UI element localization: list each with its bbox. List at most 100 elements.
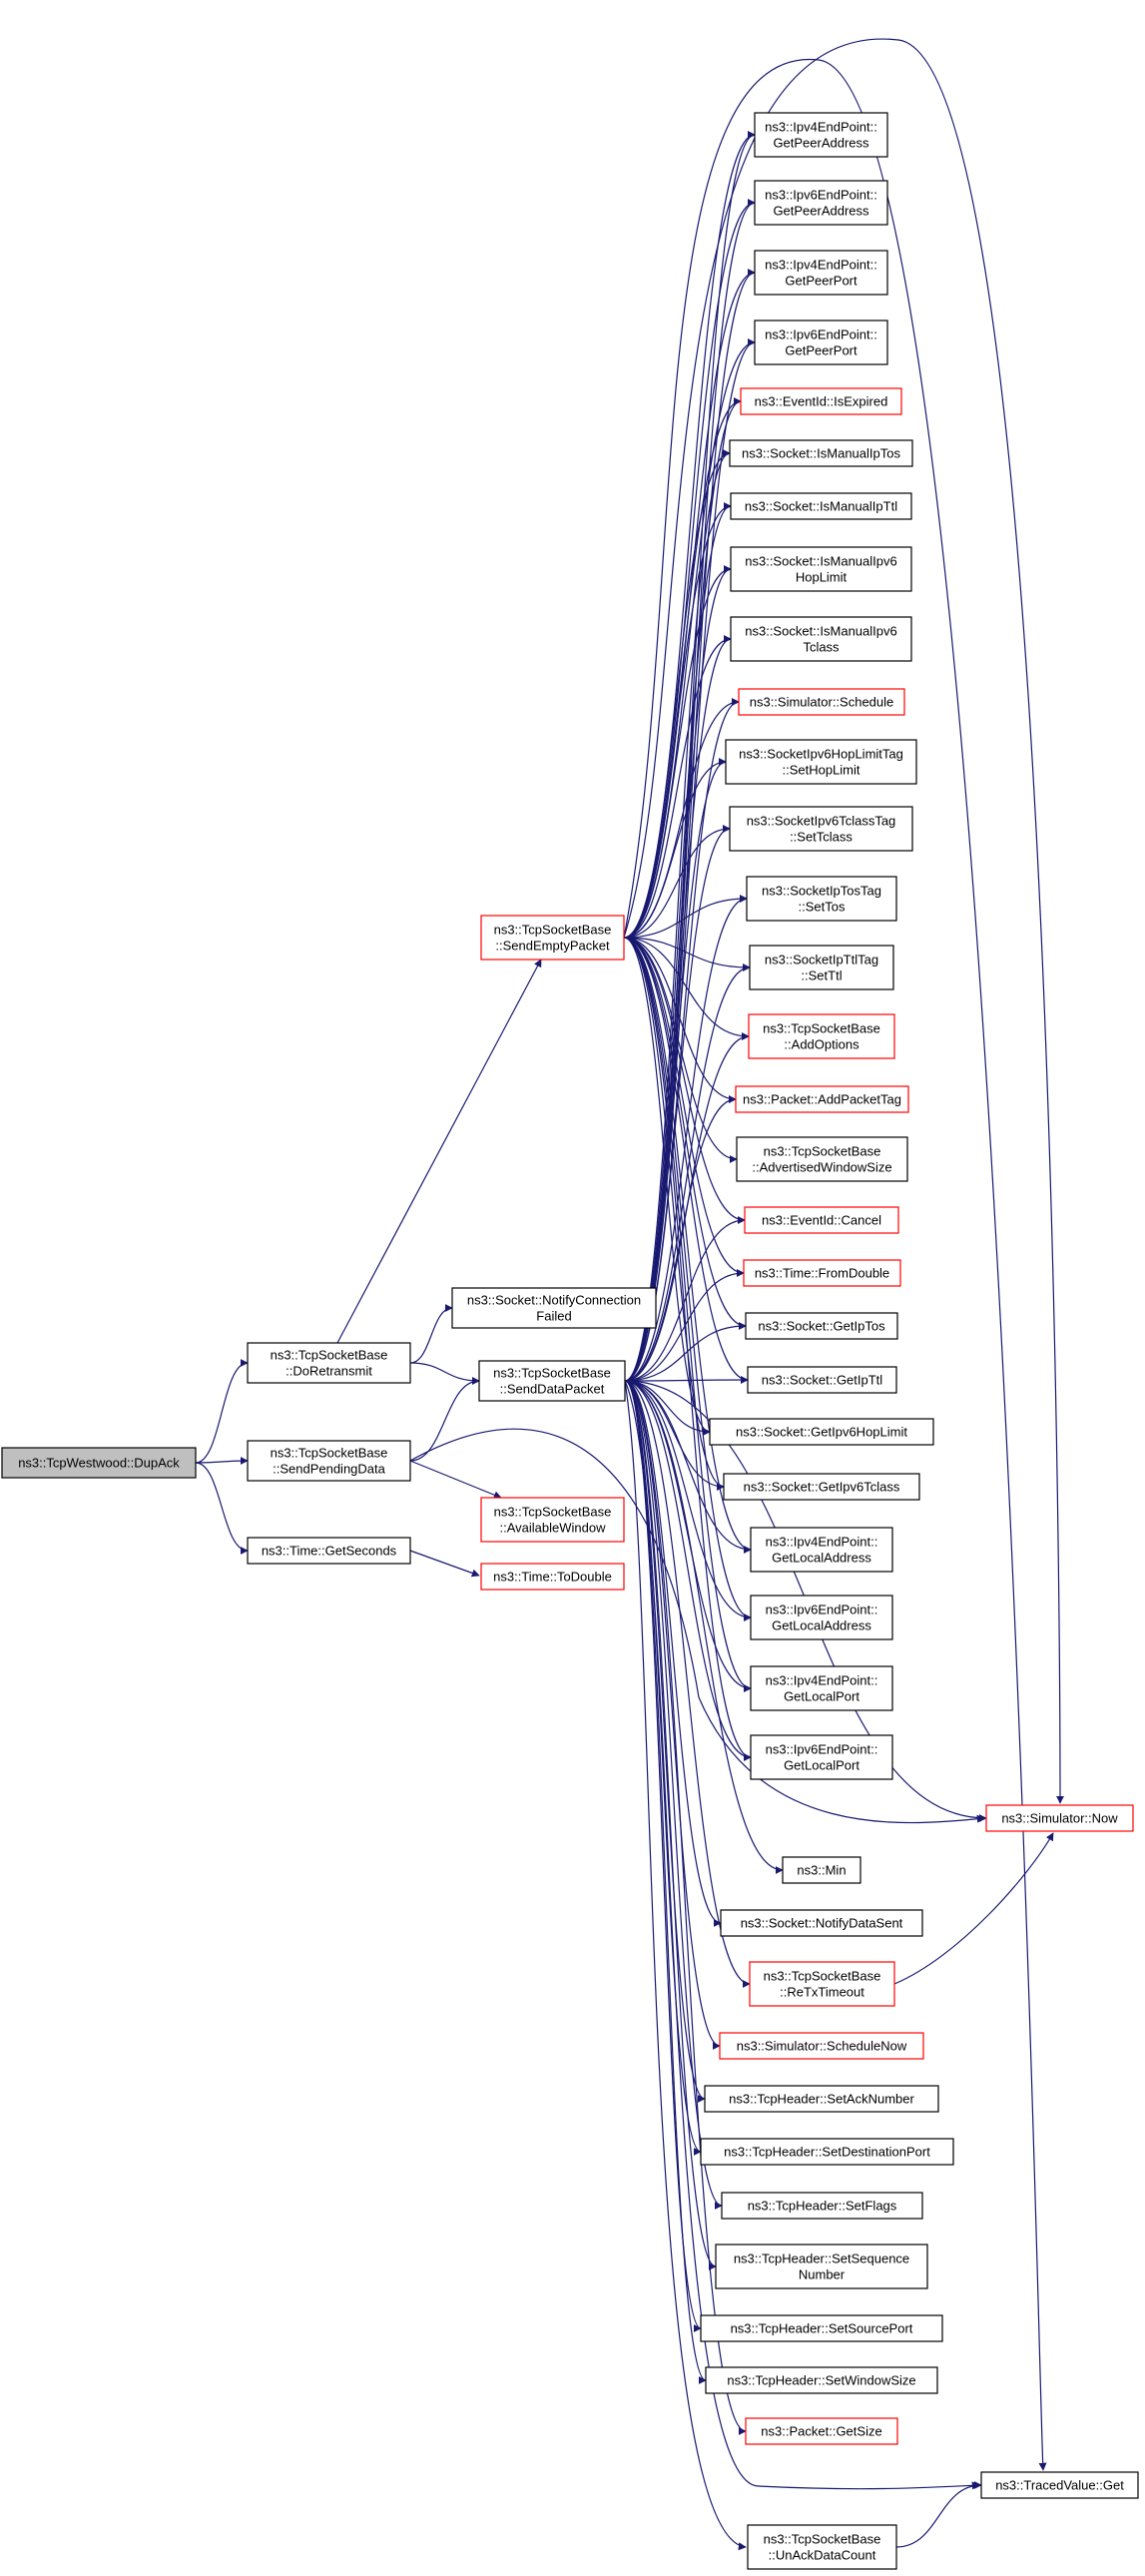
- node-label: ns3::Packet::AddPacketTag: [743, 1092, 901, 1107]
- node-box: [738, 688, 905, 716]
- node-sendEmptyPacket[interactable]: ns3::TcpSocketBase::SendEmptyPacket: [480, 915, 625, 961]
- node-setDestPort[interactable]: ns3::TcpHeader::SetDestinationPort: [700, 2138, 954, 2166]
- node-label: ns3::TcpSocketBase: [271, 1348, 388, 1363]
- node-ipv6PeerPort[interactable]: ns3::Ipv6EndPoint::GetPeerPort: [754, 320, 888, 365]
- node-ipv4LocalPort[interactable]: ns3::Ipv4EndPoint::GetLocalPort: [750, 1665, 893, 1711]
- node-label: ns3::TcpSocketBase: [764, 2532, 881, 2547]
- node-label: ns3::Ipv4EndPoint::: [765, 120, 877, 135]
- node-ipv6LocalPort[interactable]: ns3::Ipv6EndPoint::GetLocalPort: [750, 1734, 893, 1780]
- node-label: ns3::TracedValue::Get: [995, 2478, 1124, 2493]
- node-box: [705, 2366, 938, 2394]
- node-label: ns3::Socket::IsManualIpTos: [742, 446, 900, 461]
- node-label: ns3::Socket::GetIpTtl: [762, 1373, 882, 1388]
- node-addOptions[interactable]: ns3::TcpSocketBase::AddOptions: [748, 1013, 895, 1059]
- node-ipv4LocalAddr[interactable]: ns3::Ipv4EndPoint::GetLocalAddress: [750, 1527, 893, 1573]
- node-label: Tclass: [803, 640, 840, 655]
- node-eventIsExpired[interactable]: ns3::EventId::IsExpired: [740, 387, 902, 415]
- node-label: ::ReTxTimeout: [780, 1985, 864, 2000]
- node-eventCancel[interactable]: ns3::EventId::Cancel: [744, 1206, 899, 1234]
- node-setAckNumber[interactable]: ns3::TcpHeader::SetAckNumber: [704, 2085, 939, 2113]
- node-box: [749, 1961, 895, 2007]
- node-ipv4PeerPort[interactable]: ns3::Ipv4EndPoint::GetPeerPort: [754, 250, 888, 296]
- node-label: ns3::TcpSocketBase: [493, 1366, 611, 1381]
- node-label: Failed: [536, 1309, 571, 1324]
- node-getIpTos[interactable]: ns3::Socket::GetIpTos: [745, 1312, 898, 1340]
- node-getIpv6Tclass[interactable]: ns3::Socket::GetIpv6Tclass: [723, 1473, 920, 1501]
- node-box: [746, 876, 897, 922]
- node-box: [747, 1366, 897, 1394]
- node-label: ns3::EventId::Cancel: [762, 1213, 881, 1228]
- node-box: [700, 2138, 954, 2166]
- node-setFlags[interactable]: ns3::TcpHeader::SetFlags: [721, 2192, 923, 2220]
- node-box: [754, 250, 888, 296]
- node-ipv6LocalAddr[interactable]: ns3::Ipv6EndPoint::GetLocalAddress: [750, 1595, 893, 1640]
- call-edge-root-to-sendPendingData: [195, 1457, 249, 1466]
- function-nodes: ns3::TcpWestwood::DupAckns3::TcpSocketBa…: [1, 112, 1139, 2570]
- node-isManualIpTos[interactable]: ns3::Socket::IsManualIpTos: [729, 439, 913, 467]
- node-timeGetSeconds[interactable]: ns3::Time::GetSeconds: [247, 1537, 411, 1565]
- call-edge-sendDataPacket-to-setWindowSize: [624, 1380, 707, 2384]
- node-label: GetLocalAddress: [772, 1618, 871, 1633]
- call-edge-sendDataPacket-to-ipv6LocalPort: [624, 1380, 752, 1761]
- node-reTxTimeout[interactable]: ns3::TcpSocketBase::ReTxTimeout: [749, 1961, 895, 2007]
- node-tracedGet[interactable]: ns3::TracedValue::Get: [980, 2471, 1139, 2499]
- node-label: ns3::TcpHeader::SetSequence: [734, 2252, 909, 2266]
- node-setSourcePort[interactable]: ns3::TcpHeader::SetSourcePort: [700, 2314, 943, 2342]
- node-box: [735, 1085, 909, 1113]
- call-edge-sendEmptyPacket-to-getIpTos: [623, 937, 747, 1330]
- node-timeFromDouble[interactable]: ns3::Time::FromDouble: [743, 1259, 901, 1287]
- node-label: ns3::TcpSocketBase: [764, 1144, 881, 1159]
- call-edge-root-to-doRetransmit: [195, 1359, 249, 1464]
- node-label: ns3::Socket::IsManualIpv6: [745, 554, 896, 569]
- node-setTos[interactable]: ns3::SocketIpTosTag::SetTos: [746, 876, 897, 922]
- call-edge-sendEmptyPacket-to-setTclass: [623, 825, 731, 939]
- call-edge-sendDataPacket-to-setHopLimit: [624, 758, 727, 1382]
- node-simScheduleNow[interactable]: ns3::Simulator::ScheduleNow: [719, 2032, 924, 2060]
- node-ipv4PeerAddr[interactable]: ns3::Ipv4EndPoint::GetPeerAddress: [754, 112, 888, 158]
- node-isManualIpTtl[interactable]: ns3::Socket::IsManualIpTtl: [730, 492, 912, 520]
- node-setHopLimit[interactable]: ns3::SocketIpv6HopLimitTag::SetHopLimit: [725, 739, 917, 785]
- call-edge-sendEmptyPacket-to-isManualIpTtl: [623, 502, 732, 939]
- node-box: [749, 945, 894, 990]
- call-edge-sendPendingData-to-sendDataPacket: [409, 1377, 480, 1462]
- node-label: ns3::EventId::IsExpired: [755, 394, 888, 409]
- node-min[interactable]: ns3::Min: [782, 1856, 861, 1884]
- node-setWindowSize[interactable]: ns3::TcpHeader::SetWindowSize: [705, 2366, 938, 2394]
- node-notifyDataSent[interactable]: ns3::Socket::NotifyDataSent: [720, 1909, 923, 1937]
- node-ipv6PeerAddr[interactable]: ns3::Ipv6EndPoint::GetPeerAddress: [754, 180, 888, 226]
- node-box: [750, 1734, 893, 1780]
- node-label: ::UnAckDataCount: [769, 2548, 876, 2563]
- node-box: [736, 1136, 908, 1182]
- node-setTtl[interactable]: ns3::SocketIpTtlTag::SetTtl: [749, 945, 894, 990]
- node-timeToDouble[interactable]: ns3::Time::ToDouble: [480, 1563, 625, 1591]
- node-unAckDataCount[interactable]: ns3::TcpSocketBase::UnAckDataCount: [747, 2524, 897, 2570]
- node-label: ns3::Ipv4EndPoint::: [766, 1535, 878, 1550]
- node-advWindowSize[interactable]: ns3::TcpSocketBase::AdvertisedWindowSize: [736, 1136, 908, 1182]
- node-root: ns3::TcpWestwood::DupAck: [1, 1447, 197, 1479]
- node-addPacketTag[interactable]: ns3::Packet::AddPacketTag: [735, 1085, 909, 1113]
- node-box: [745, 2417, 898, 2445]
- node-label: GetLocalPort: [784, 1758, 859, 1773]
- node-label: ns3::Socket::IsManualIpTtl: [745, 499, 897, 514]
- node-packetGetSize[interactable]: ns3::Packet::GetSize: [745, 2417, 898, 2445]
- node-setTclass[interactable]: ns3::SocketIpv6TclassTag::SetTclass: [729, 806, 913, 852]
- node-doRetransmit[interactable]: ns3::TcpSocketBase::DoRetransmit: [247, 1342, 411, 1384]
- node-getIpv6HopLimit[interactable]: ns3::Socket::GetIpv6HopLimit: [709, 1418, 934, 1446]
- node-availableWindow[interactable]: ns3::TcpSocketBase::AvailableWindow: [480, 1497, 625, 1543]
- node-sendPendingData[interactable]: ns3::TcpSocketBase::SendPendingData: [247, 1440, 411, 1482]
- node-simSchedule[interactable]: ns3::Simulator::Schedule: [738, 688, 905, 716]
- node-box: [704, 2085, 939, 2113]
- node-getIpTtl[interactable]: ns3::Socket::GetIpTtl: [747, 1366, 897, 1394]
- call-edge-sendDataPacket-to-getIpTos: [624, 1322, 747, 1382]
- call-edge-sendDataPacket-to-isManualIpv6HopLimit: [624, 565, 732, 1382]
- node-label: ::SetTos: [799, 900, 846, 915]
- node-label: ns3::Ipv6EndPoint::: [765, 188, 877, 203]
- node-simNow[interactable]: ns3::Simulator::Now: [985, 1804, 1134, 1832]
- node-sendDataPacket[interactable]: ns3::TcpSocketBase::SendDataPacket: [478, 1360, 626, 1402]
- node-label: ns3::Ipv6EndPoint::: [765, 327, 877, 342]
- call-edges: [195, 38, 1064, 2551]
